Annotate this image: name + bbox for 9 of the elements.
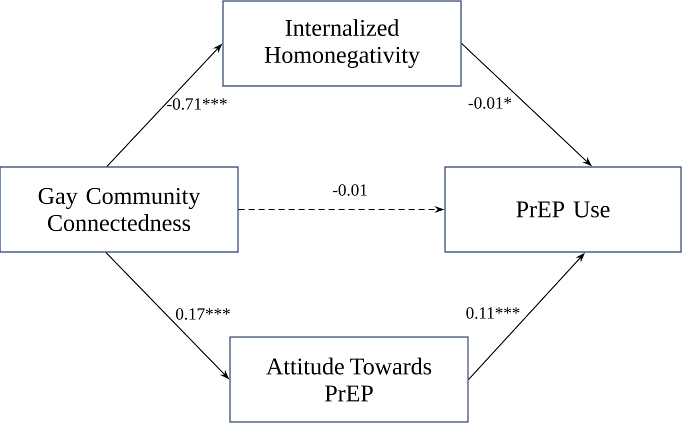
edge-label: 0.17*** xyxy=(176,308,230,320)
variable-box: Gay Community Connectedness xyxy=(0,166,239,253)
edge-label: -0.01 xyxy=(332,184,367,196)
edge-label: 0.11*** xyxy=(466,307,520,319)
variable-box: Internalized Homonegativity xyxy=(222,0,462,87)
variable-box: Attitude Towards PrEP xyxy=(229,336,469,423)
edge-label: -0.71*** xyxy=(167,98,227,110)
edge-label: -0.01* xyxy=(468,97,512,109)
variable-box: PrEP Use xyxy=(444,166,682,253)
